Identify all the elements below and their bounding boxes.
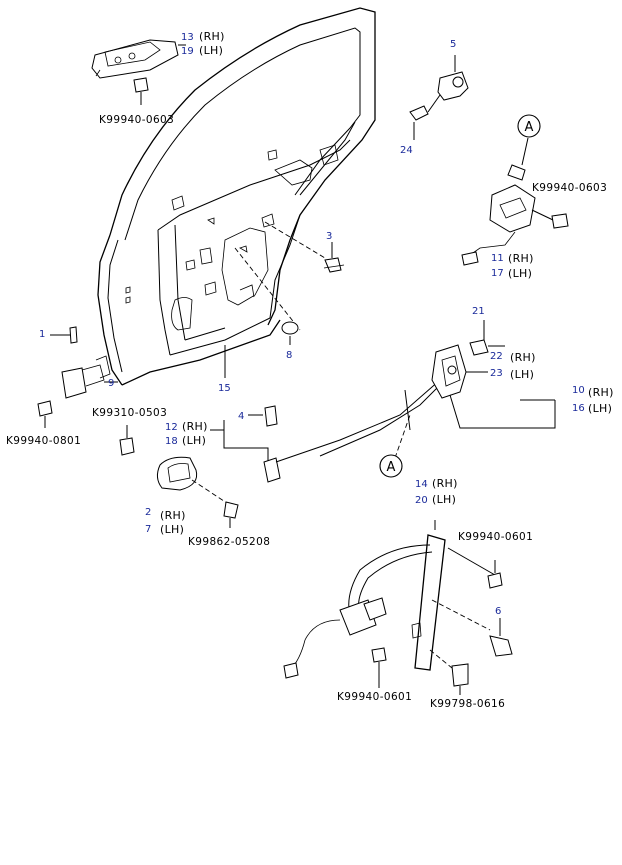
reference-marker-bottom-label: A	[387, 460, 396, 475]
side-rh-12: (RH)	[182, 420, 208, 433]
part-number-k99940-0601-lower: K99940-0601	[337, 691, 412, 703]
callout-3: 3	[326, 231, 332, 242]
callout-20-label: 20	[415, 495, 428, 506]
callout-15: 15	[218, 383, 231, 394]
part-number-k99310-0503: K99310-0503	[92, 407, 167, 419]
side-rh-14: (RH)	[432, 477, 458, 490]
callout-7: 7	[145, 524, 151, 535]
callout-16: 16	[572, 403, 585, 414]
side-lh-19: (LH)	[199, 44, 223, 57]
callout-9: 9	[108, 378, 114, 389]
side-labels: (RH) (LH) (RH) (LH) (RH) (LH) (RH) (LH) …	[160, 30, 614, 536]
callout-14-label: 14	[415, 479, 428, 490]
callout-17: 17	[491, 268, 504, 279]
side-lh-23: (LH)	[510, 368, 534, 381]
callout-4: 4	[238, 411, 244, 422]
callout-11: 11	[491, 253, 504, 264]
callout-5: 5	[450, 39, 456, 50]
reference-marker-top-label: A	[525, 120, 534, 135]
part-number-k99940-0603-right: K99940-0603	[532, 182, 607, 194]
callout-1: 1	[39, 329, 45, 340]
callout-numbers: 13 19 5 24 3 11 17 1 9 8 15 21 22 23 10 …	[39, 32, 585, 617]
door-check-part	[323, 242, 345, 273]
callout-14-20-group: 14 20	[415, 479, 428, 506]
part-number-k99940-0603-top: K99940-0603	[99, 114, 174, 126]
callout-23: 23	[490, 368, 503, 379]
window-regulator	[283, 520, 513, 695]
callout-6: 6	[495, 606, 501, 617]
callout-19: 19	[181, 46, 194, 57]
callout-8: 8	[286, 350, 292, 361]
inside-door-handle	[119, 405, 281, 528]
door-latch-assembly	[275, 320, 556, 463]
door-lock-actuator	[461, 137, 569, 266]
part-number-k99940-0601-upper: K99940-0601	[458, 531, 533, 543]
side-lh-20: (LH)	[432, 493, 456, 506]
callout-18: 18	[165, 436, 178, 447]
hole-plug	[224, 321, 299, 378]
door-lock-part	[409, 55, 469, 140]
callout-13: 13	[181, 32, 194, 43]
callout-21: 21	[472, 306, 485, 317]
door-panel	[97, 7, 376, 386]
side-lh-17: (LH)	[508, 267, 532, 280]
side-rh-13: (RH)	[199, 30, 225, 43]
side-rh-10: (RH)	[588, 386, 614, 399]
side-rh-11: (RH)	[508, 252, 534, 265]
side-rh-2: (RH)	[160, 509, 186, 522]
part-numbers: K99940-0603 K99940-0603 K99940-0801 K993…	[6, 114, 607, 710]
side-lh-7: (LH)	[160, 523, 184, 536]
part-number-k99862-05208: K99862-05208	[188, 536, 270, 548]
side-lh-16: (LH)	[588, 402, 612, 415]
part-number-k99798-0616: K99798-0616	[430, 698, 505, 710]
reference-marker-top: A	[517, 114, 541, 138]
callout-24: 24	[400, 145, 413, 156]
callout-22: 22	[490, 351, 503, 362]
side-rh-22: (RH)	[510, 351, 536, 364]
inside-handle-assembly	[91, 39, 186, 105]
door-hinge	[37, 326, 118, 428]
callout-2: 2	[145, 507, 151, 518]
callout-10: 10	[572, 385, 585, 396]
reference-marker-bottom: A	[379, 454, 403, 478]
side-lh-18: (LH)	[182, 434, 206, 447]
callout-12: 12	[165, 422, 178, 433]
part-number-k99940-0801: K99940-0801	[6, 435, 81, 447]
